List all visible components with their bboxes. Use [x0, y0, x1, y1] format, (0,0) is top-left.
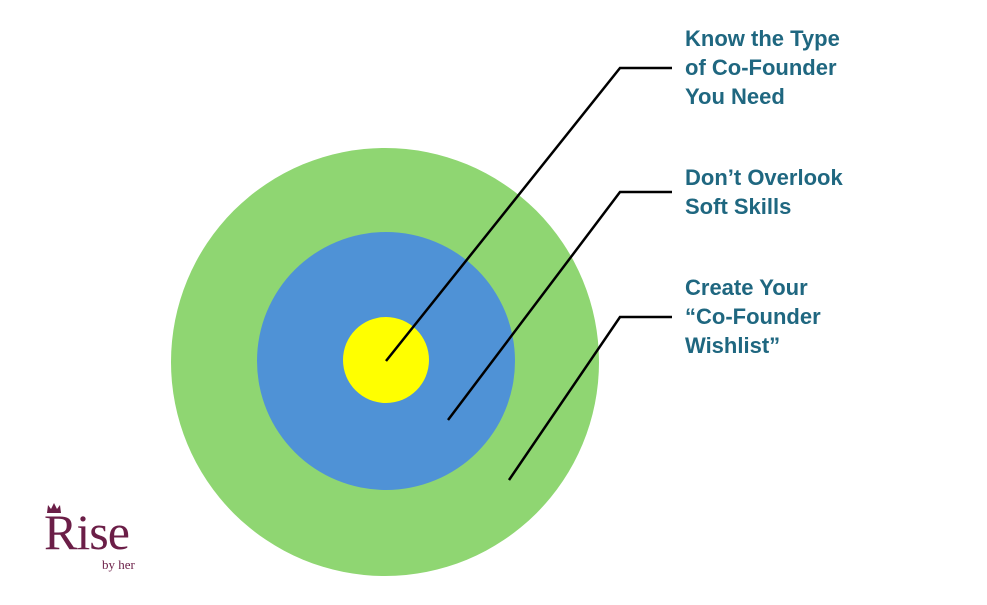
rise-by-her-logo: Rise by her [44, 503, 174, 578]
leader-line-wishlist [507, 315, 672, 481]
label-line: of Co-Founder [685, 55, 837, 80]
label-line: Wishlist” [685, 333, 781, 358]
label-line: Don’t Overlook [685, 165, 843, 190]
label-line: Create Your [685, 275, 808, 300]
logo-wordmark: Rise [44, 504, 130, 560]
leader-line-soft-skills [447, 190, 672, 421]
label-line: Know the Type [685, 26, 840, 51]
label-line: Soft Skills [685, 194, 792, 219]
crown-icon [47, 503, 61, 513]
logo-tagline: by her [102, 557, 135, 572]
label-line: You Need [685, 84, 785, 109]
label-line: “Co-Founder [685, 304, 821, 329]
leader-line-know-the-type [385, 66, 672, 362]
label-know-the-type: Know the Type of Co-Founder You Need [685, 24, 840, 111]
label-soft-skills: Don’t Overlook Soft Skills [685, 163, 843, 221]
label-wishlist: Create Your “Co-Founder Wishlist” [685, 273, 821, 360]
